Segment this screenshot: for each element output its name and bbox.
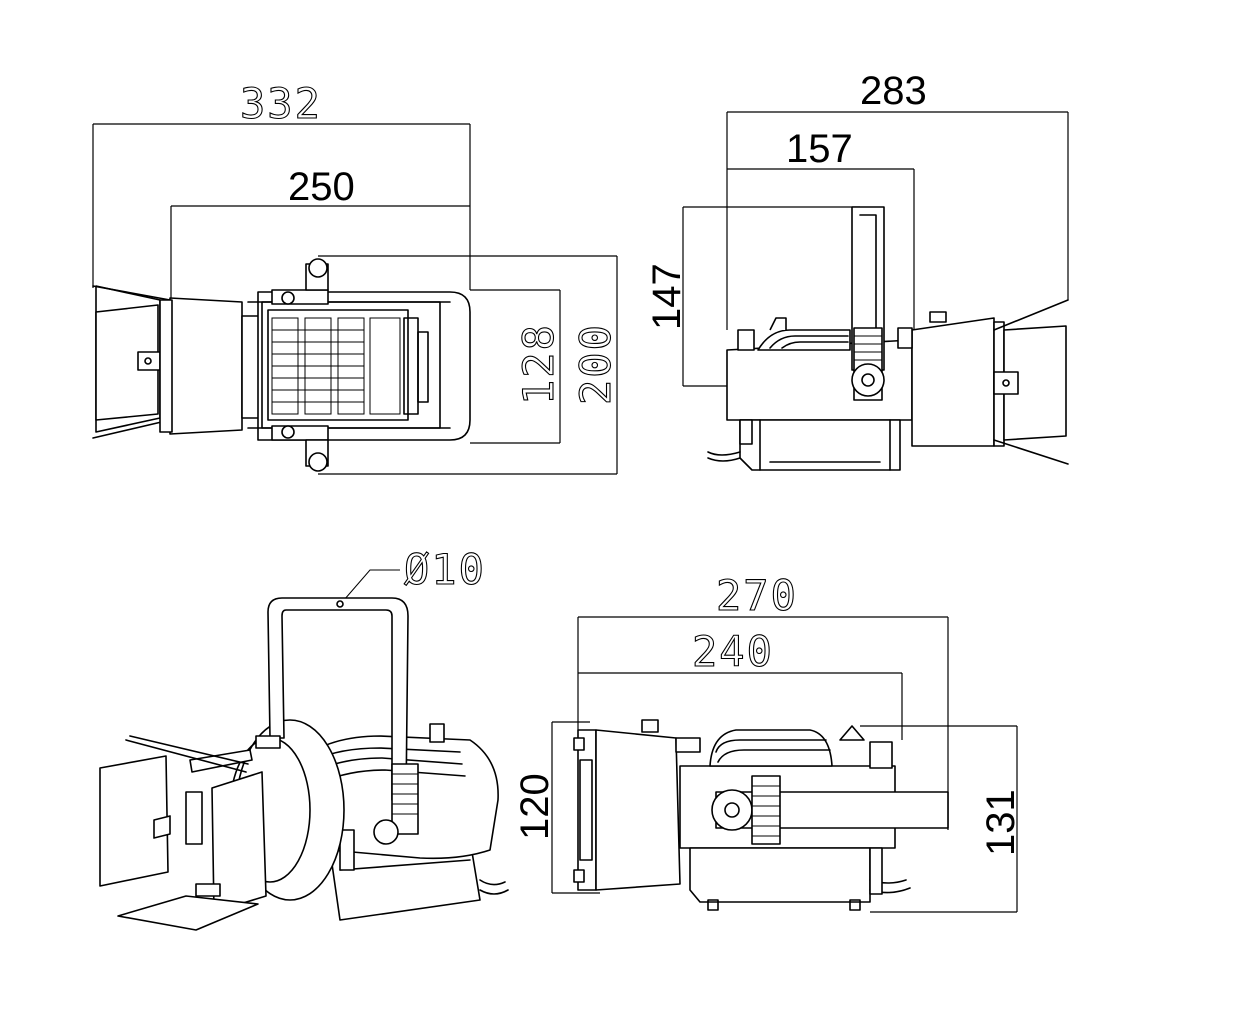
dim-270: 270 <box>716 571 798 620</box>
top-view: 332 250 128 200 <box>92 78 621 475</box>
bracket-side-view: 270 240 120 131 <box>513 570 1023 913</box>
dim-240: 240 <box>692 627 774 676</box>
dim-283: 283 <box>860 69 927 113</box>
side-view-lamp <box>707 206 1069 471</box>
dim-332: 332 <box>240 79 322 128</box>
side-view: 283 157 147 <box>645 69 1069 471</box>
dim-hole-diameter: Ø10 <box>404 545 486 594</box>
vent-grille <box>271 317 401 415</box>
dim-250: 250 <box>288 165 355 209</box>
dimension-lines <box>92 123 618 475</box>
dim-120: 120 <box>513 773 557 840</box>
bracket-side-lamp <box>573 719 949 911</box>
perspective-lamp <box>99 597 509 931</box>
dim-128: 128 <box>514 323 563 405</box>
dim-157: 157 <box>786 127 853 171</box>
top-view-lamp <box>92 258 471 472</box>
dim-147: 147 <box>645 263 689 330</box>
dim-200: 200 <box>571 323 620 405</box>
dim-131: 131 <box>979 789 1023 856</box>
perspective-view: Ø10 <box>99 544 509 931</box>
